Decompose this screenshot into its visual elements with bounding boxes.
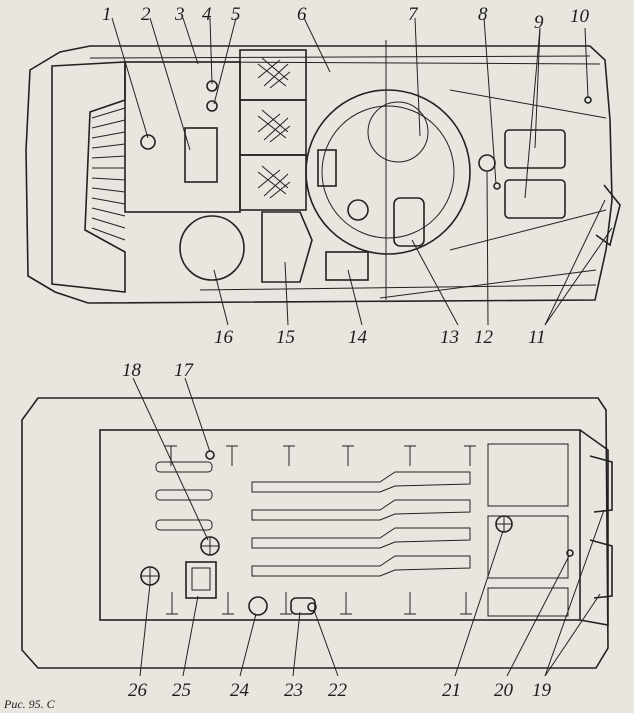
- glacis-line: [449, 89, 607, 119]
- fitting-20: [566, 549, 574, 557]
- commander-cupola: [367, 101, 429, 163]
- tow-eye-lower: [589, 539, 613, 599]
- callout-15: 15: [276, 327, 295, 348]
- box-14: [325, 251, 369, 281]
- plug-5: [206, 100, 218, 112]
- bottom-front-plate: [579, 429, 609, 626]
- upper-brackets: [165, 445, 476, 466]
- callout-6: 6: [297, 4, 307, 25]
- fitting-12: [478, 154, 496, 172]
- bottom-band-line: [199, 284, 597, 291]
- callout-21: 21: [442, 680, 461, 701]
- callout-4: 4: [202, 4, 212, 25]
- front-box-1: [487, 443, 569, 507]
- hatch-16: [179, 215, 245, 281]
- turret-inner: [321, 105, 455, 239]
- callout-9: 9: [534, 12, 544, 33]
- callout-2: 2: [141, 4, 151, 25]
- periscope: [347, 199, 369, 221]
- lower-brackets: [166, 592, 472, 615]
- gun-mantlet: [317, 149, 337, 187]
- rear-deck: [51, 61, 126, 293]
- callout-1: 1: [102, 4, 112, 25]
- top-leader-lines: [111, 17, 613, 326]
- callout-8: 8: [478, 4, 488, 25]
- bottom-leader-lines: [132, 377, 605, 677]
- louvres: [91, 107, 126, 241]
- callout-17: 17: [174, 360, 195, 381]
- torsion-bars: [155, 461, 471, 577]
- top-band-line-2: [199, 61, 601, 65]
- bottom-outline: [21, 397, 609, 669]
- top-view-hull: [25, 40, 621, 304]
- bottom-view-hull: [21, 397, 613, 669]
- callout-24: 24: [230, 680, 250, 701]
- driver-hatch-lower: [504, 179, 566, 219]
- figure-caption: Рис. 95. С: [3, 697, 56, 711]
- plug-17: [205, 450, 215, 460]
- hatch-2: [184, 127, 218, 183]
- callout-14: 14: [348, 327, 368, 348]
- top-band-line: [89, 55, 591, 59]
- tow-eye-upper: [589, 455, 613, 513]
- hatch-13: [393, 197, 425, 247]
- drain-24: [248, 596, 268, 616]
- turret-ring: [305, 89, 471, 255]
- callout-16: 16: [214, 327, 234, 348]
- callout-13: 13: [440, 327, 459, 348]
- callout-23: 23: [284, 680, 303, 701]
- grille-panels: [239, 49, 307, 211]
- callout-26: 26: [128, 680, 148, 701]
- driver-hatch-upper: [504, 129, 566, 169]
- hatch-25: [185, 561, 217, 599]
- front-box-3: [487, 587, 569, 617]
- fitting-22: [307, 602, 317, 612]
- fitting-23: [290, 597, 316, 615]
- hull-outline: [25, 45, 613, 304]
- fitting-8: [493, 182, 501, 190]
- filler-cap-1: [140, 134, 156, 150]
- callout-19: 19: [532, 680, 552, 701]
- callout-11: 11: [528, 327, 546, 348]
- top-callout-labels: 1 2 3 4 5 6 7 8 9 10 11 12 13 14 15 16: [102, 4, 590, 348]
- glacis-line-2: [449, 209, 607, 251]
- callout-25: 25: [172, 680, 191, 701]
- callout-3: 3: [174, 4, 185, 25]
- bottom-callout-labels: 17 18 19 20 21 22 23 24 25 26: [122, 360, 552, 701]
- callout-12: 12: [474, 327, 494, 348]
- callout-18: 18: [122, 360, 142, 381]
- bottom-plate: [99, 429, 581, 621]
- callout-5: 5: [231, 4, 241, 25]
- callout-7: 7: [408, 4, 419, 25]
- hatch-15: [261, 211, 313, 283]
- callout-10: 10: [570, 6, 590, 27]
- towing-hook: [595, 184, 621, 247]
- callout-20: 20: [494, 680, 514, 701]
- front-box-2: [487, 515, 569, 579]
- callout-22: 22: [328, 680, 348, 701]
